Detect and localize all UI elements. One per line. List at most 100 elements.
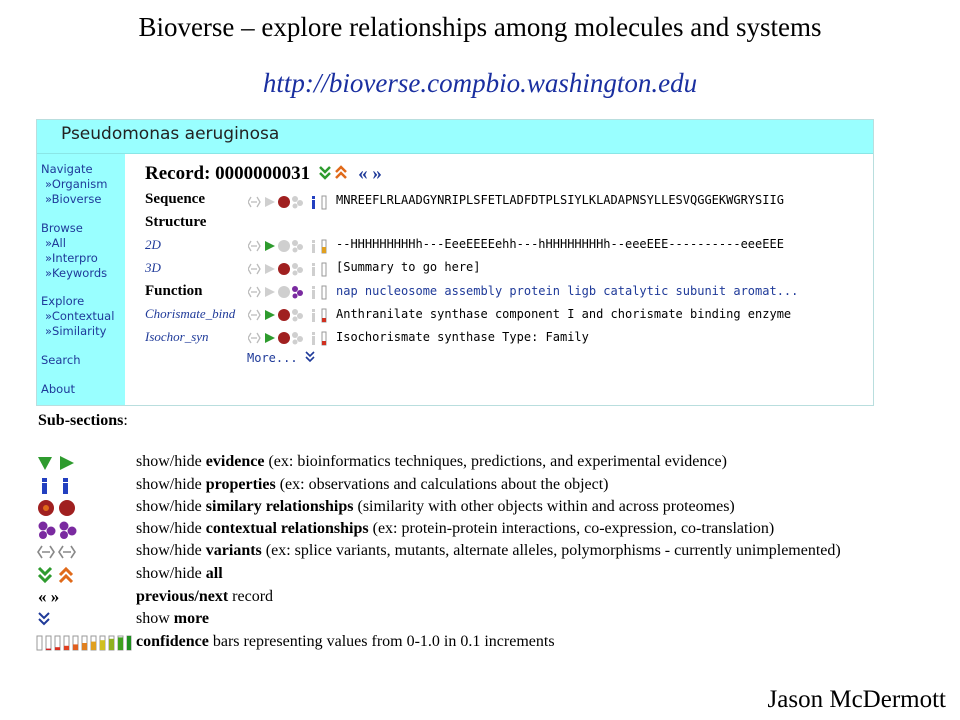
chorismate-bind-link[interactable]: Chorismate_bind xyxy=(145,306,236,321)
legend-prefix: show/hide xyxy=(136,498,206,515)
evidence-icon xyxy=(265,241,275,251)
properties-icon xyxy=(312,196,315,209)
function-value[interactable]: nap nucleosome assembly protein ligb cat… xyxy=(336,284,799,298)
more-link[interactable]: More... xyxy=(247,351,315,365)
contextual-icon xyxy=(292,196,303,209)
structure-3d-link[interactable]: 3D xyxy=(145,260,161,275)
legend-text-similarity: show/hide similary relationships (simila… xyxy=(136,498,735,516)
isochor-value: Isochorismate synthase Type: Family xyxy=(336,330,589,344)
sidebar-item-keywords[interactable]: »Keywords xyxy=(45,266,108,280)
sidebar-heading-explore: Explore xyxy=(41,294,85,308)
legend-keyword: evidence xyxy=(205,453,265,470)
legend-text-prev-next: previous/next record xyxy=(136,588,273,606)
variants-icon xyxy=(248,309,261,321)
properties-icon xyxy=(312,286,315,299)
slide-title: Bioverse – explore relationships among m… xyxy=(138,12,822,42)
subsections-heading-text: Sub-sections xyxy=(38,412,124,429)
show-all-icon xyxy=(37,566,74,584)
legend-description: (ex: protein-protein interactions, co-ex… xyxy=(368,520,775,537)
prev-next-symbol: « » xyxy=(38,587,60,606)
organism-title: Pseudomonas aeruginosa xyxy=(61,124,280,144)
legend-description: (ex: splice variants, mutants, alternate… xyxy=(261,542,841,559)
sidebar-item-contextual[interactable]: »Contextual xyxy=(45,309,115,323)
more-link-label: More... xyxy=(247,351,298,365)
legend-prefix: show xyxy=(136,610,174,627)
sequence-row-icons[interactable] xyxy=(248,194,330,210)
contextual-icon xyxy=(292,240,303,253)
legend-row-contextual: show/hide contextual relationships (ex: … xyxy=(36,519,956,541)
subsections-heading: Sub-sections: xyxy=(38,412,128,430)
record-id: Record: 0000000031 xyxy=(145,163,311,184)
structure-2d-value: --HHHHHHHHHh---EeeEEEEehh---hHHHHHHHHh--… xyxy=(336,237,784,251)
section-function: Function xyxy=(145,283,203,299)
sidebar-item-search[interactable]: Search xyxy=(41,353,81,367)
confidence-bar-icon xyxy=(36,635,132,651)
variants-icon xyxy=(248,240,261,252)
similarity-icon xyxy=(278,240,290,252)
sidebar-item-all[interactable]: »All xyxy=(45,236,66,250)
legend-prefix: show/hide xyxy=(136,520,206,537)
legend-description: (ex: bioinformatics techniques, predicti… xyxy=(264,453,727,470)
legend-prefix: show/hide xyxy=(136,542,206,559)
legend-row-all: show/hide all xyxy=(36,564,956,586)
structure-2d-icons[interactable] xyxy=(248,238,330,254)
section-sequence: Sequence xyxy=(145,191,205,207)
properties-icon xyxy=(312,332,315,345)
section-structure: Structure xyxy=(145,214,207,230)
legend-keyword: previous/next xyxy=(136,588,229,605)
evidence-icon xyxy=(265,310,275,320)
legend-row-properties: show/hide properties (ex: observations a… xyxy=(36,475,956,497)
variants-icon xyxy=(248,332,261,344)
evidence-icon xyxy=(265,264,275,274)
sidebar-heading-browse: Browse xyxy=(41,221,83,235)
legend-description: record xyxy=(228,588,274,605)
contextual-icon xyxy=(38,521,77,539)
evidence-icon xyxy=(265,333,275,343)
evidence-icon xyxy=(38,456,74,470)
legend-row-prev-next: « » previous/next record xyxy=(36,587,956,609)
variants-icon xyxy=(248,263,261,275)
function-row-icons[interactable] xyxy=(248,284,330,300)
structure-3d-icons[interactable] xyxy=(248,261,330,277)
record-panel: Record: 0000000031 « » Sequence MNREEFLR… xyxy=(125,154,873,405)
chevron-down-icon xyxy=(305,351,315,363)
sidebar-item-similarity[interactable]: »Similarity xyxy=(45,324,107,338)
legend-text-confidence: confidence bars representing values from… xyxy=(136,633,555,651)
isochor-syn-link[interactable]: Isochor_syn xyxy=(145,329,209,344)
variants-icon xyxy=(37,545,76,559)
sequence-value: MNREEFLRLAADGYNRIPLSFETLADFDTPLSIYLKLADA… xyxy=(336,193,784,207)
legend-keyword: similary relationships xyxy=(205,498,354,515)
sidebar-item-interpro[interactable]: »Interpro xyxy=(45,251,98,265)
legend-keyword: variants xyxy=(205,542,262,559)
legend-text-evidence: show/hide evidence (ex: bioinformatics t… xyxy=(136,453,727,471)
sidebar-item-bioverse[interactable]: »Bioverse xyxy=(45,192,102,206)
structure-2d-link[interactable]: 2D xyxy=(145,237,161,252)
confidence-bar-icon xyxy=(321,285,327,300)
chorismate-row-icons[interactable] xyxy=(248,307,330,323)
show-all-icon[interactable] xyxy=(318,164,352,180)
sidebar-item-organism[interactable]: »Organism xyxy=(45,177,108,191)
confidence-bar-icon xyxy=(321,195,327,210)
bioverse-app-screenshot: Pseudomonas aeruginosa Navigate »Organis… xyxy=(36,119,874,406)
slide-url[interactable]: http://bioverse.compbio.washington.edu xyxy=(262,68,698,98)
chorismate-value: Anthranilate synthase component I and ch… xyxy=(336,307,792,321)
record-header: Record: 0000000031 « » xyxy=(145,163,382,187)
legend-text-properties: show/hide properties (ex: observations a… xyxy=(136,476,608,494)
similarity-icon xyxy=(38,500,75,516)
contextual-icon xyxy=(292,263,303,276)
legend-row-similarity: show/hide similary relationships (simila… xyxy=(36,497,956,519)
legend-keyword: contextual relationships xyxy=(205,520,369,537)
isochor-row-icons[interactable] xyxy=(248,330,330,346)
confidence-bar-icon xyxy=(321,239,327,254)
author-name: Jason McDermott xyxy=(767,686,946,713)
evidence-icon xyxy=(265,287,275,297)
legend-text-contextual: show/hide contextual relationships (ex: … xyxy=(136,520,774,538)
legend-text-variants: show/hide variants (ex: splice variants,… xyxy=(136,542,841,560)
prev-next-links[interactable]: « » xyxy=(358,163,382,184)
legend-keyword: confidence xyxy=(136,633,209,650)
legend-row-more: show more xyxy=(36,609,956,631)
legend-keyword: all xyxy=(205,565,223,582)
legend-description: bars representing values from 0-1.0 in 0… xyxy=(208,633,555,650)
subsections-heading-colon: : xyxy=(123,412,128,429)
sidebar-item-about[interactable]: About xyxy=(41,382,76,396)
